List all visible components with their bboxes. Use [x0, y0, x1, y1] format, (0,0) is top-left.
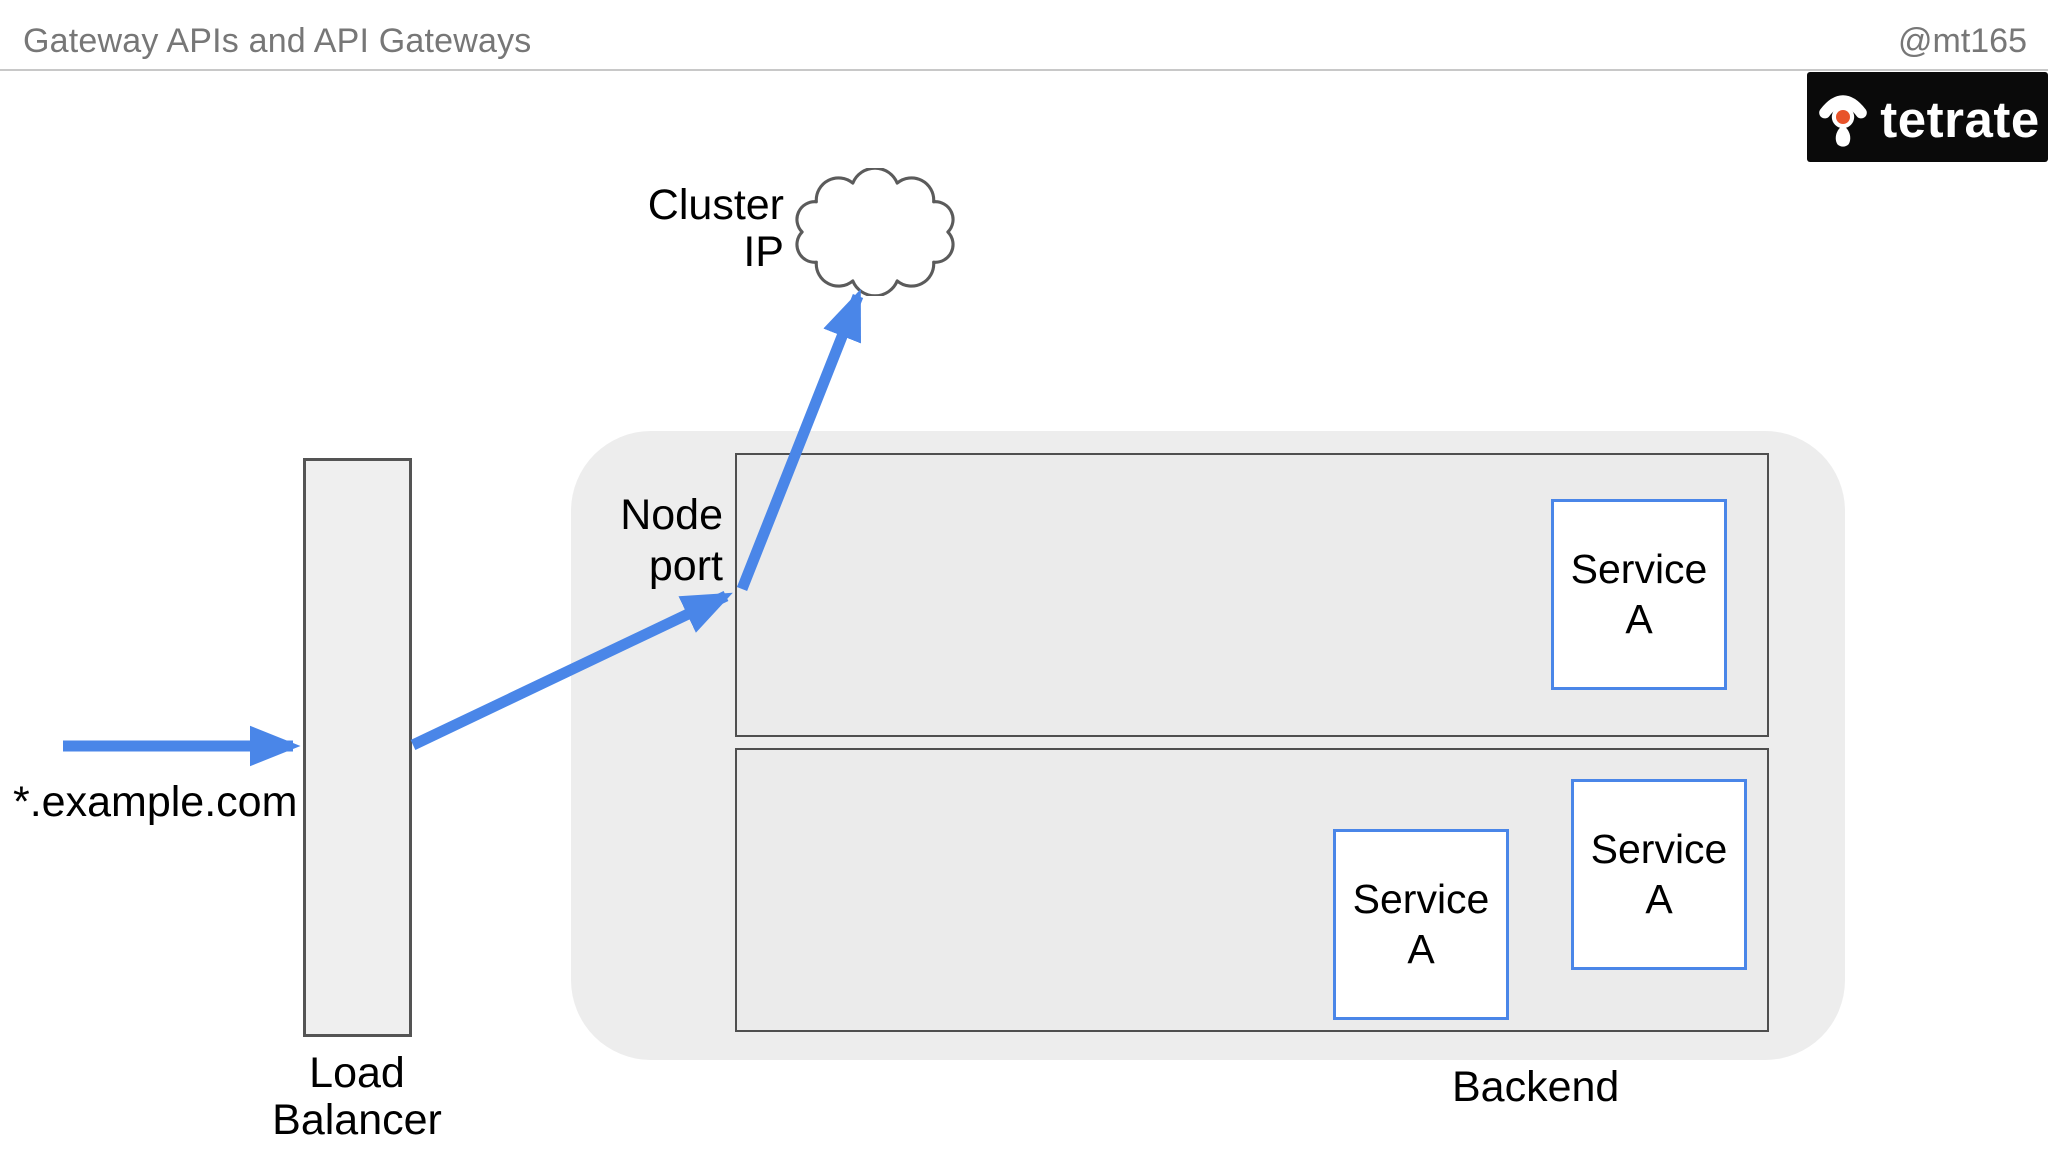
page-title: Gateway APIs and API Gateways — [23, 22, 532, 60]
author-handle: @mt165 — [1897, 22, 2027, 60]
tetrate-mark-icon — [1819, 95, 1868, 147]
service-a-box-node2-right: Service A — [1571, 779, 1747, 970]
node-port-label: Node port — [620, 491, 723, 590]
cloud-icon — [795, 168, 955, 296]
backend-label: Backend — [1452, 1063, 1620, 1111]
cluster-ip-label: Cluster IP — [647, 181, 784, 277]
tetrate-logo: tetrate — [1807, 72, 2048, 162]
service-a-box-node1: Service A — [1551, 499, 1727, 690]
load-balancer-label: Load Balancer — [272, 1049, 442, 1145]
domain-label: *.example.com — [13, 778, 298, 826]
tetrate-logo-text: tetrate — [1880, 90, 2040, 148]
header-divider — [0, 69, 2048, 71]
load-balancer-box — [303, 458, 412, 1037]
service-a-box-node2-left: Service A — [1333, 829, 1509, 1020]
